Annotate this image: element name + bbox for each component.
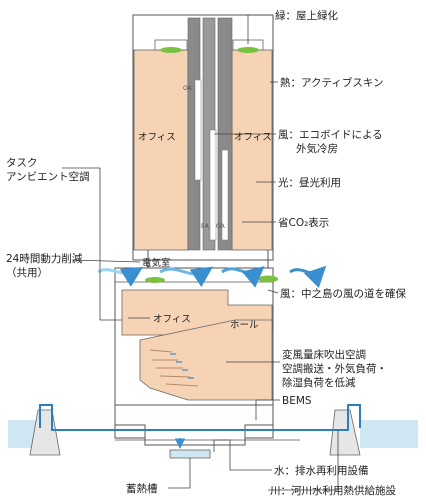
office-left-block bbox=[133, 49, 189, 251]
tower bbox=[132, 14, 274, 268]
label-heat-storage: 蓄熱槽 bbox=[126, 482, 158, 495]
wind-arrow-1 bbox=[97, 266, 144, 287]
wind-arrow-3 bbox=[221, 266, 265, 288]
label-river: 川：河川水利用熱供給施設 bbox=[270, 484, 396, 497]
label-task-ambient-2: アンビエント空調 bbox=[6, 170, 90, 183]
label-co2-display: 省CO₂表示 bbox=[278, 216, 329, 229]
podium bbox=[114, 267, 300, 459]
office-right-block bbox=[231, 49, 273, 251]
office-right-label: オフィス bbox=[234, 132, 272, 143]
label-daylight: 光：昼光利用 bbox=[278, 176, 341, 189]
label-eco-void-2: 外気冷房 bbox=[296, 142, 338, 155]
office-low-label: オフィス bbox=[153, 314, 191, 325]
oa-top-label: OA bbox=[183, 85, 193, 92]
electric-room-label: 電気室 bbox=[142, 257, 171, 269]
label-vav-1: 変風量床吹出空調 bbox=[282, 348, 366, 361]
hall-block bbox=[139, 319, 273, 401]
label-power-cut-1: 24時間動力削減 bbox=[6, 252, 83, 265]
label-eco-void-1: 風：エコボイドによる bbox=[278, 129, 383, 141]
oa-mid-label: OA bbox=[216, 223, 226, 230]
leader-lines bbox=[62, 14, 339, 491]
river-water-pipe bbox=[39, 404, 361, 431]
wind-arrow-4 bbox=[289, 265, 327, 289]
office-left-label: オフィス bbox=[138, 132, 176, 143]
heat-storage-tank bbox=[169, 449, 211, 459]
green-roof-right bbox=[237, 47, 259, 53]
label-task-ambient-1: タスク bbox=[6, 157, 38, 169]
wind-arrow-2 bbox=[159, 266, 213, 288]
wind-arrows bbox=[97, 265, 327, 289]
label-bems: BEMS bbox=[282, 395, 312, 407]
label-power-cut-2: （共用） bbox=[6, 267, 48, 279]
label-vav-3: 除湿負荷を低減 bbox=[282, 376, 356, 389]
label-vav-2: 空調搬送・外気負荷・ bbox=[282, 362, 387, 375]
label-wind-path: 風：中之島の風の道を確保 bbox=[280, 287, 406, 300]
river-system bbox=[8, 404, 418, 456]
hall-label: ホール bbox=[230, 320, 259, 331]
ea-label: EA bbox=[201, 223, 210, 230]
green-roof-left bbox=[160, 47, 182, 53]
label-water: 水：排水再利用設備 bbox=[274, 464, 369, 477]
label-green-roof: 緑：屋上緑化 bbox=[275, 9, 338, 22]
label-active-skin: 熱：アクティブスキン bbox=[280, 76, 384, 89]
